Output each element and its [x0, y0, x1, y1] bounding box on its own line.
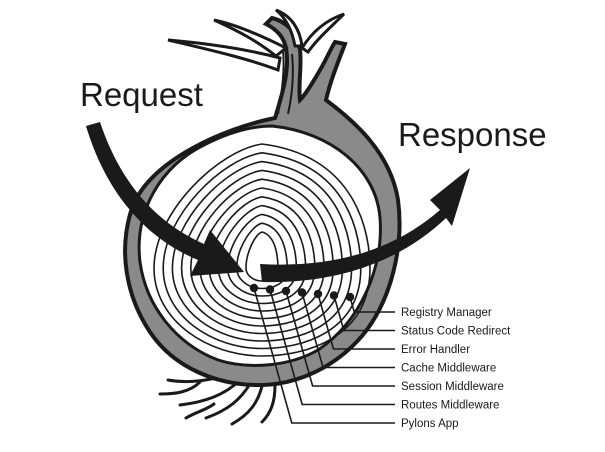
layer-leader-line	[269, 289, 395, 406]
request-label: Request	[80, 76, 203, 113]
onion-ring	[235, 222, 289, 290]
onion-ring	[162, 151, 362, 350]
layer-dot	[345, 292, 355, 302]
layer-dot	[329, 291, 339, 300]
onion-ring	[153, 143, 371, 357]
onion-ring	[180, 169, 344, 335]
layer-leader-line	[349, 296, 395, 313]
layer-label: Session Middleware	[401, 381, 504, 393]
onion-neck-lines	[277, 49, 294, 115]
layer-dot	[313, 289, 323, 299]
layer-leader-line	[253, 287, 395, 424]
layer-dot	[281, 286, 291, 296]
response-label: Response	[398, 116, 547, 153]
request-arrow	[86, 122, 244, 276]
layer-leader-line	[333, 295, 395, 332]
onion-ring	[189, 178, 335, 327]
layer-leader-line	[317, 293, 395, 350]
layer-dot	[265, 285, 275, 294]
onion-sprout	[167, 8, 346, 73]
layer-leader-line	[285, 290, 395, 387]
layer-label: Status Code Redirect	[401, 326, 511, 338]
onion-ring	[208, 195, 316, 312]
layer-leader-line	[301, 292, 395, 369]
response-arrow	[260, 168, 470, 283]
onion-ring	[171, 160, 353, 342]
layer-label: Cache Middleware	[401, 363, 496, 375]
layer-label: Pylons App	[401, 418, 459, 430]
onion-ring	[217, 204, 307, 305]
layer-dot	[249, 283, 259, 293]
layer-dot	[297, 288, 307, 297]
layer-label: Routes Middleware	[401, 400, 499, 412]
layer-label: Registry Manager	[401, 307, 492, 319]
layer-label: Error Handler	[401, 344, 470, 356]
onion-ring	[226, 213, 298, 297]
